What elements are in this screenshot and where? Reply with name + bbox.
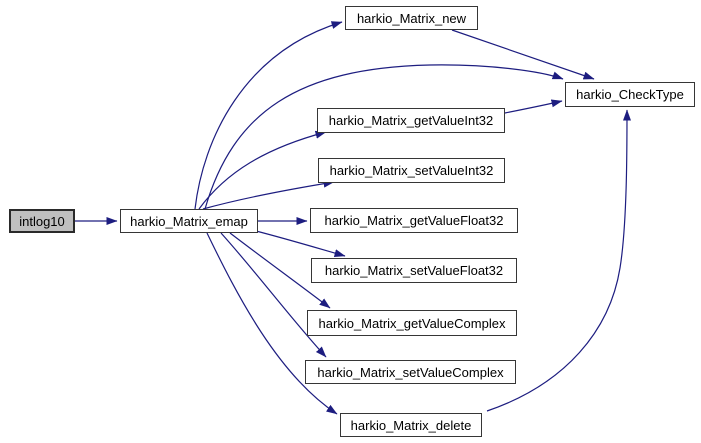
node-harkio-matrix-delete[interactable]: harkio_Matrix_delete — [340, 413, 482, 437]
node-harkio-matrix-getvaluefloat32[interactable]: harkio_Matrix_getValueFloat32 — [310, 208, 518, 233]
edge-harkio_Matrix_emap-harkio_Matrix_setValueComplex — [220, 232, 327, 358]
edge-harkio_Matrix_new-harkio_CheckType — [451, 29, 595, 80]
edge-harkio_Matrix_getValueInt32-harkio_CheckType — [504, 99, 563, 114]
node-harkio-matrix-setvalueint32[interactable]: harkio_Matrix_setValueInt32 — [318, 158, 505, 183]
edge-harkio_Matrix_emap-harkio_CheckType — [204, 64, 564, 210]
edge-harkio_Matrix_emap-harkio_Matrix_new — [194, 21, 343, 210]
edge-harkio_Matrix_emap-harkio_Matrix_getValueComplex — [229, 232, 331, 309]
node-harkio-matrix-setvaluecomplex[interactable]: harkio_Matrix_setValueComplex — [305, 360, 516, 384]
edge-harkio_Matrix_emap-harkio_Matrix_setValueInt32 — [202, 179, 335, 210]
node-harkio-matrix-getvaluecomplex[interactable]: harkio_Matrix_getValueComplex — [307, 310, 517, 336]
node-intlog10[interactable]: intlog10 — [9, 209, 75, 233]
node-harkio-matrix-getvalueint32[interactable]: harkio_Matrix_getValueInt32 — [317, 108, 505, 133]
edge-harkio_Matrix_delete-harkio_CheckType — [486, 109, 631, 412]
node-harkio-checktype[interactable]: harkio_CheckType — [565, 82, 695, 107]
edge-harkio_Matrix_emap-harkio_Matrix_delete — [206, 232, 338, 415]
node-harkio-matrix-emap[interactable]: harkio_Matrix_emap — [120, 209, 258, 233]
node-harkio-matrix-setvaluefloat32[interactable]: harkio_Matrix_setValueFloat32 — [311, 258, 517, 283]
edge-harkio_Matrix_emap-harkio_Matrix_getValueInt32 — [198, 130, 327, 210]
edge-harkio_Matrix_emap-harkio_Matrix_setValueFloat32 — [255, 230, 346, 257]
node-harkio-matrix-new[interactable]: harkio_Matrix_new — [345, 6, 478, 30]
